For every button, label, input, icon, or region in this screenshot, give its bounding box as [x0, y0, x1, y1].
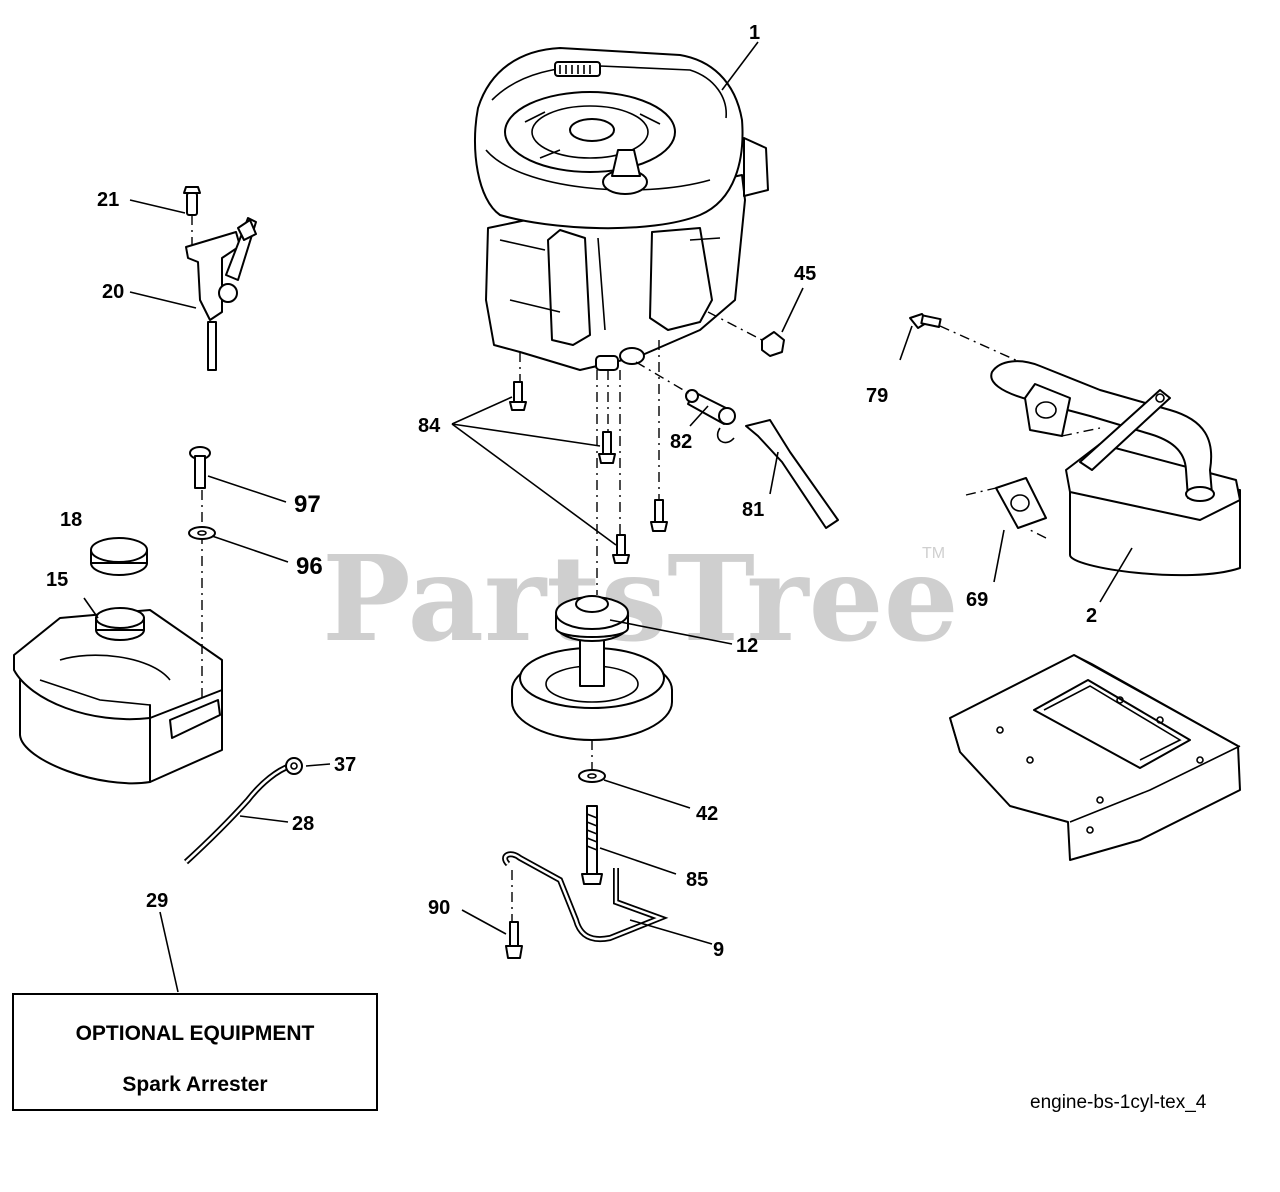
callout-9: 9	[713, 939, 724, 961]
screw-97-drawing[interactable]	[189, 446, 211, 700]
leader-lines	[83, 41, 1133, 993]
callout-15: 15	[46, 569, 68, 591]
callout-84: 84	[418, 415, 441, 437]
callout-42: 42	[696, 803, 718, 825]
oil-drain-hose-drawing[interactable]	[745, 419, 839, 529]
callout-69: 69	[966, 589, 988, 611]
washer-42-drawing[interactable]	[578, 769, 606, 783]
diagram-id-label: engine-bs-1cyl-tex_4	[1030, 1092, 1207, 1113]
engine-drawing[interactable]	[473, 47, 769, 371]
optional-equipment-subtitle: Spark Arrester	[122, 1073, 268, 1096]
gasket-drawing[interactable]	[965, 427, 1101, 539]
pulley-drawing[interactable]	[511, 595, 673, 770]
callout-81: 81	[742, 499, 764, 521]
callout-28: 28	[292, 813, 314, 835]
callout-85: 85	[686, 869, 708, 891]
callout-29: 29	[146, 890, 168, 912]
callout-37: 37	[334, 754, 356, 776]
callout-45: 45	[794, 263, 816, 285]
callout-18: 18	[60, 509, 82, 531]
callout-12: 12	[736, 635, 758, 657]
callout-21: 21	[97, 189, 119, 211]
fuel-tank-drawing[interactable]	[13, 537, 223, 785]
callout-97: 97	[294, 491, 321, 518]
belt-guide-drawing[interactable]	[502, 851, 669, 942]
callout-2: 2	[1086, 605, 1097, 627]
clamp-drawing[interactable]	[285, 757, 303, 775]
muffler-drawing[interactable]	[990, 360, 1241, 577]
center-bolt-drawing[interactable]	[581, 805, 603, 885]
callout-96: 96	[296, 553, 323, 580]
callout-20: 20	[102, 281, 124, 303]
optional-equipment-box: OPTIONAL EQUIPMENT Spark Arrester	[12, 993, 378, 1111]
bolt-79-drawing[interactable]	[909, 313, 1061, 381]
callout-90: 90	[428, 897, 450, 919]
callout-79: 79	[866, 385, 888, 407]
nut-45-drawing[interactable]	[707, 311, 785, 357]
watermark-trademark: TM	[922, 545, 945, 562]
fuel-line-drawing[interactable]	[183, 763, 292, 865]
callout-82: 82	[670, 431, 692, 453]
callout-1: 1	[749, 22, 760, 44]
bolt-90-drawing[interactable]	[505, 921, 523, 959]
optional-equipment-title: OPTIONAL EQUIPMENT	[75, 1022, 315, 1045]
oil-drain-valve-drawing[interactable]	[635, 361, 736, 444]
engine-bolts-drawing[interactable]	[509, 340, 668, 595]
washer-96-drawing[interactable]	[188, 526, 216, 540]
callout-numbers: 1 2 9 12 15 18 20 21 28 29 37 42 45 69 7…	[46, 22, 1097, 961]
engine-plate-drawing[interactable]	[949, 654, 1241, 861]
watermark-text: PartsTree	[322, 529, 959, 668]
throttle-control-drawing[interactable]	[183, 186, 257, 371]
